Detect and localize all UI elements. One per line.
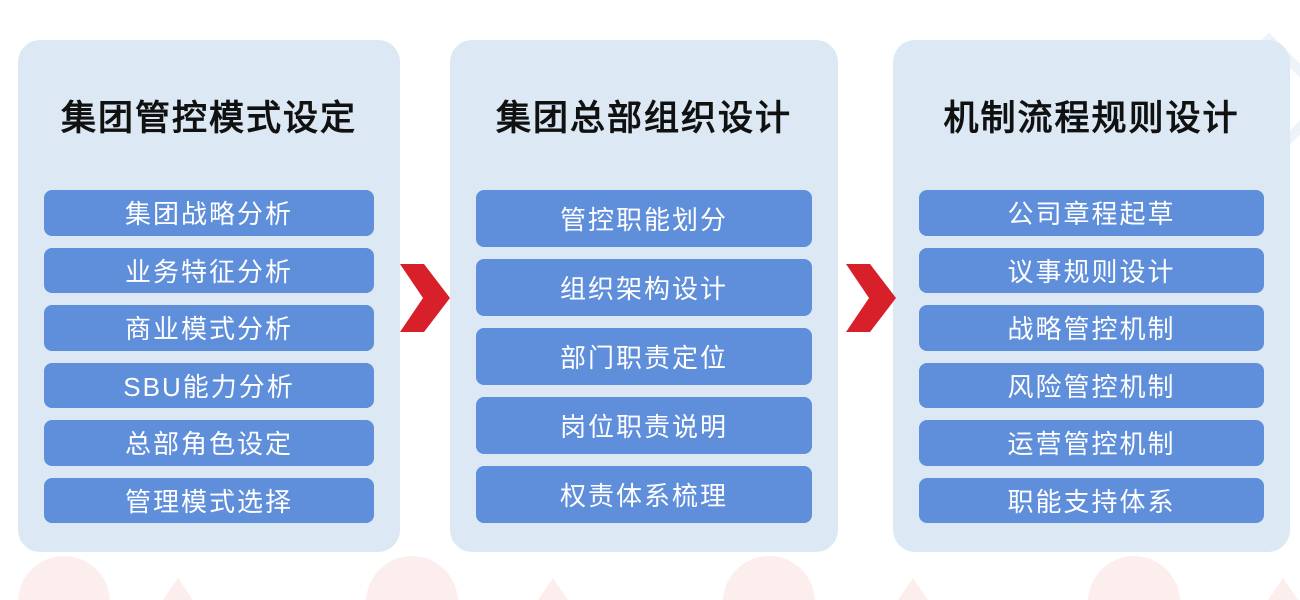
watermark-triangle [1268,578,1298,600]
panel-item: 战略管控机制 [919,305,1264,351]
process-panel: 集团管控模式设定 集团战略分析业务特征分析商业模式分析 SBU能力分析总部角色设定… [18,40,400,552]
watermark-arch [1088,556,1180,600]
panel-item: 商业模式分析 [44,305,374,351]
watermark-triangle [163,578,193,600]
panel-item: 部门职责定位 [476,328,812,385]
panel-title: 机制流程规则设计 [943,98,1240,138]
panel-item: 公司章程起草 [919,190,1264,236]
watermark-triangle [538,578,568,600]
panel-item-list: 集团战略分析业务特征分析商业模式分析 SBU能力分析总部角色设定管理模式选择 [44,190,374,523]
panel-item-list: 管控职能划分组织架构设计部门职责定位岗位职责说明权责体系梳理 [476,190,812,523]
panel-item: 总部角色设定 [44,420,374,466]
chevron-right-icon [400,264,450,332]
panel-item-list: 公司章程起草议事规则设计战略管控机制风险管控机制运营管控机制职能支持体系 [919,190,1264,523]
watermark-arch [723,556,815,600]
panel-item: 管理模式选择 [44,477,374,523]
panel-item: 职能支持体系 [919,477,1264,523]
watermark-triangle [898,578,928,600]
watermark-arch [366,556,458,600]
panel-item: 议事规则设计 [919,247,1264,293]
panel-title: 集团总部组织设计 [495,98,792,138]
panel-item: SBU能力分析 [44,362,374,408]
panel-item: 岗位职责说明 [476,397,812,454]
panel-item: 集团战略分析 [44,190,374,236]
panel-item: 权责体系梳理 [476,466,812,523]
chevron-right-icon [846,264,896,332]
panel-item: 运营管控机制 [919,420,1264,466]
panel-item: 业务特征分析 [44,247,374,293]
panel-item: 管控职能划分 [476,190,812,247]
panel-title: 集团管控模式设定 [60,98,357,138]
panel-item: 风险管控机制 [919,362,1264,408]
process-panel: 机制流程规则设计 公司章程起草议事规则设计战略管控机制风险管控机制运营管控机制职… [893,40,1290,552]
watermark-arch [18,556,110,600]
process-panel: 集团总部组织设计 管控职能划分组织架构设计部门职责定位岗位职责说明权责体系梳理 [450,40,838,552]
panel-item: 组织架构设计 [476,259,812,316]
